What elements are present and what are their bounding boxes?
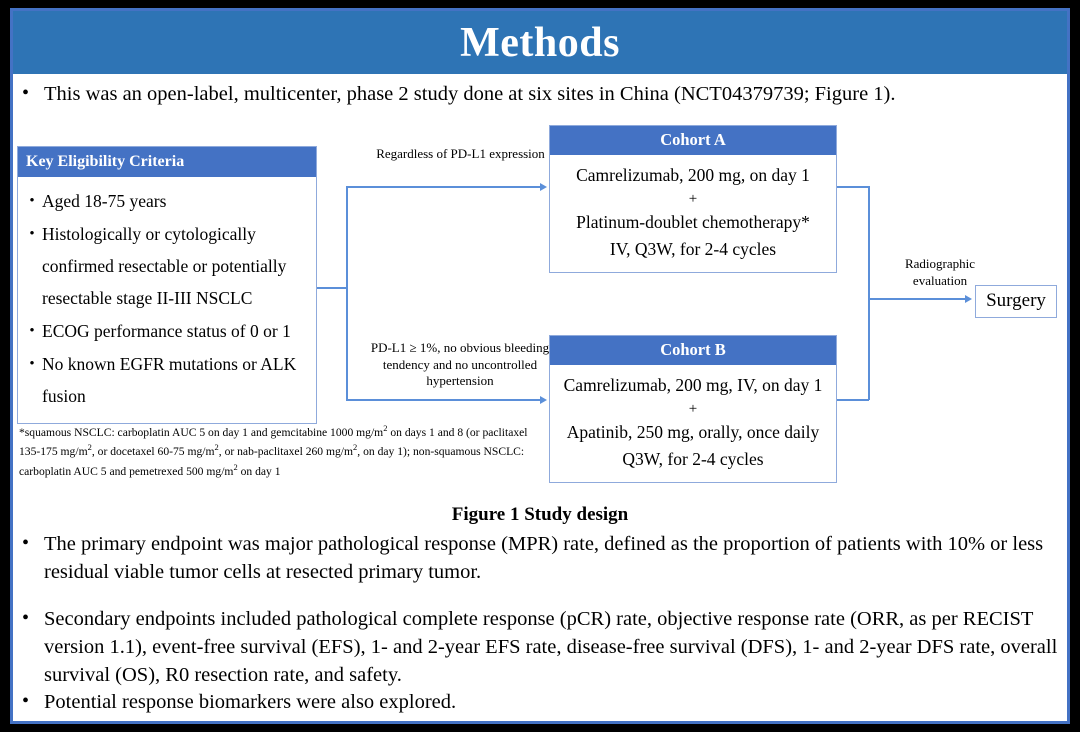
- connector-stem: [317, 287, 347, 289]
- eligibility-header: Key Eligibility Criteria: [18, 147, 316, 178]
- eligibility-item-text: ECOG performance status of 0 or 1: [42, 321, 291, 342]
- intro-bullet-text: This was an open-label, multicenter, pha…: [44, 83, 896, 105]
- cohort-a-line-2: Platinum-doublet chemotherapy*: [576, 211, 810, 232]
- bullet-biomarkers: • Potential response biomarkers were als…: [22, 688, 1058, 716]
- cohort-a-body: Camrelizumab, 200 mg, on day 1 + Platinu…: [550, 155, 836, 272]
- bullet-secondary-endpoints: • Secondary endpoints included pathologi…: [22, 605, 1058, 689]
- cohort-b-body: Camrelizumab, 200 mg, IV, on day 1 + Apa…: [550, 365, 836, 482]
- eligibility-list: • Aged 18-75 years • Histologically or c…: [18, 177, 316, 423]
- cohort-b-box: Cohort B Camrelizumab, 200 mg, IV, on da…: [549, 335, 837, 483]
- figure-caption: Figure 1 Study design: [451, 504, 629, 525]
- footnote-seg: , or docetaxel 60-75 mg/m: [91, 445, 215, 459]
- bullet-marker: •: [29, 323, 35, 340]
- bullet-marker: •: [29, 356, 35, 373]
- bullet-marker: •: [29, 193, 35, 210]
- cohort-a-box: Cohort A Camrelizumab, 200 mg, on day 1 …: [549, 125, 837, 273]
- bullet-marker: •: [29, 226, 35, 243]
- cohort-a-header: Cohort A: [550, 126, 836, 155]
- footnote-seg: on days 1 and 8 (or paclitaxel 135-175 m…: [19, 425, 528, 459]
- bullet-primary-endpoint: • The primary endpoint was major patholo…: [22, 530, 1058, 586]
- cohort-a-line-1: Camrelizumab, 200 mg, on day 1: [576, 164, 810, 185]
- footnote-sup: 2: [233, 461, 238, 472]
- eligibility-item-text: No known EGFR mutations or ALK fusion: [42, 354, 297, 407]
- bullet-marker: •: [22, 82, 30, 104]
- connector-to-cohort-b: [346, 399, 542, 401]
- cohort-b-plus: +: [688, 400, 698, 417]
- cohort-a-line-3: IV, Q3W, for 2-4 cycles: [609, 238, 777, 259]
- cohort-a-plus: +: [688, 190, 698, 207]
- label-pdl1-criteria: PD-L1 ≥ 1%, no obvious bleeding tendency…: [370, 340, 550, 388]
- arrow-cohort-a: [540, 182, 547, 191]
- footnote-seg: , on day 1); non-squamous NSCLC: carbopl…: [19, 445, 525, 478]
- list-item: • Aged 18-75 years: [22, 185, 310, 217]
- label-radiographic-evaluation: Radiographic evaluation: [904, 256, 976, 288]
- surgery-box: Surgery: [975, 285, 1057, 318]
- connector-merge-vertical: [868, 186, 870, 400]
- bullet-marker: •: [22, 532, 30, 554]
- footnote-seg: , or nab-paclitaxel 260 mg/m: [218, 445, 354, 459]
- study-design-figure: Key Eligibility Criteria • Aged 18-75 ye…: [13, 118, 1067, 500]
- footnote-seg: on day 1: [237, 464, 281, 478]
- label-regardless-of-pdl1: Regardless of PD-L1 expression: [376, 146, 545, 161]
- list-item: • No known EGFR mutations or ALK fusion: [22, 348, 310, 412]
- footnote-sup: 2: [383, 423, 388, 433]
- footnote-sup: 2: [214, 442, 219, 453]
- footnote-seg: *squamous NSCLC: carboplatin AUC 5 on da…: [19, 425, 384, 439]
- eligibility-criteria-box: Key Eligibility Criteria • Aged 18-75 ye…: [17, 146, 317, 425]
- figure-footnote: *squamous NSCLC: carboplatin AUC 5 on da…: [19, 421, 547, 479]
- slide-title-banner: Methods: [13, 11, 1067, 74]
- connector-to-cohort-a: [346, 186, 542, 188]
- intro-bullet: • This was an open-label, multicenter, p…: [22, 80, 1058, 108]
- bullet-marker: •: [22, 690, 30, 712]
- cohort-b-line-2: Apatinib, 250 mg, orally, once daily: [566, 421, 820, 442]
- bullet-biomarkers-text: Potential response biomarkers were also …: [44, 691, 457, 713]
- bullet-primary-endpoint-text: The primary endpoint was major pathologi…: [44, 533, 1044, 583]
- page-title: Methods: [460, 19, 620, 66]
- footnote-sup: 2: [353, 442, 358, 453]
- bullet-secondary-endpoints-text: Secondary endpoints included pathologica…: [44, 608, 1058, 686]
- bullet-marker: •: [22, 607, 30, 629]
- list-item: • ECOG performance status of 0 or 1: [22, 315, 310, 347]
- connector-from-cohort-a: [837, 186, 869, 188]
- arrow-cohort-b: [540, 395, 547, 404]
- arrow-surgery: [965, 294, 972, 303]
- cohort-b-line-1: Camrelizumab, 200 mg, IV, on day 1: [563, 374, 823, 395]
- eligibility-item-text: Histologically or cytologically confirme…: [42, 224, 287, 309]
- list-item: • Histologically or cytologically confir…: [22, 218, 310, 314]
- connector-to-surgery: [868, 298, 967, 300]
- connector-split-vertical: [346, 186, 348, 400]
- cohort-b-line-3: Q3W, for 2-4 cycles: [622, 448, 764, 469]
- eligibility-item-text: Aged 18-75 years: [42, 191, 167, 212]
- footnote-sup: 2: [87, 442, 92, 453]
- connector-from-cohort-b: [837, 399, 869, 401]
- cohort-b-header: Cohort B: [550, 336, 836, 365]
